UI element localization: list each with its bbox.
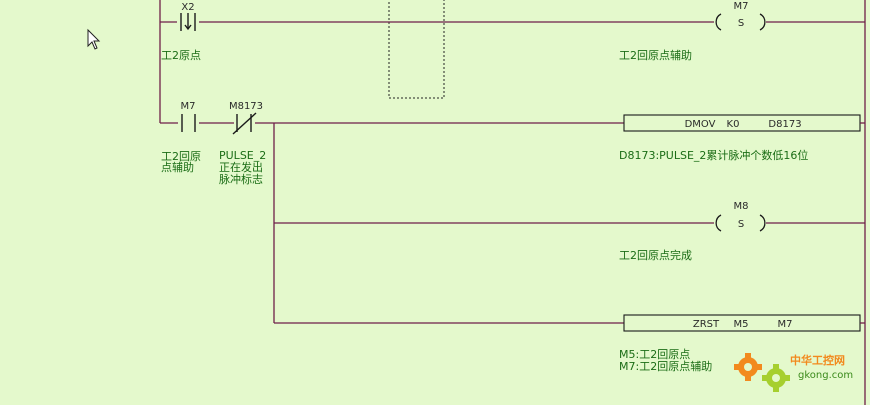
- comment-zrst-line1: M5:工2回原点: [619, 348, 690, 361]
- instruction-dmov[interactable]: DMOV K0 D8173: [623, 114, 861, 132]
- comment-m8173-line1: PULSE_2: [219, 149, 266, 162]
- watermark-domain: gkong.com: [798, 370, 853, 381]
- watermark-logo: 中华工控网 gkong.com: [734, 353, 853, 392]
- comment-x2: 工2原点: [161, 49, 201, 62]
- gear-icon: [762, 364, 790, 392]
- contact-address: X2: [181, 2, 194, 13]
- svg-text:D8173: D8173: [768, 119, 801, 130]
- svg-text:ZRST: ZRST: [693, 319, 720, 330]
- gear-icon: [734, 353, 762, 381]
- coil-address: M8: [734, 201, 749, 212]
- svg-text:DMOV: DMOV: [685, 119, 716, 130]
- svg-text:K0: K0: [727, 119, 740, 130]
- rung-1[interactable]: X2 M7 S 工2原点 工2回原点辅助: [160, 1, 865, 62]
- comment-m7-line2: 点辅助: [161, 160, 194, 174]
- contact-address: M8173: [229, 101, 263, 112]
- coil-address: M7: [734, 1, 749, 12]
- contact-m8173[interactable]: M8173: [229, 101, 263, 135]
- comment-m8: 工2回原点完成: [619, 248, 692, 262]
- contact-m7[interactable]: M7: [181, 101, 196, 132]
- svg-text:M5: M5: [734, 319, 749, 330]
- coil-symbol: S: [738, 18, 744, 29]
- comment-zrst-line2: M7:工2回原点辅助: [619, 359, 712, 373]
- svg-text:M7: M7: [778, 319, 793, 330]
- contact-x2[interactable]: X2: [180, 2, 196, 31]
- comment-m7: 工2回原点辅助: [619, 48, 692, 62]
- instruction-zrst[interactable]: ZRST M5 M7: [623, 314, 861, 332]
- comment-m8173-line3: 脉冲标志: [219, 172, 263, 186]
- rung-2[interactable]: M7 M8173 DMOV K0 D8173 工2回原 点辅助 PULSE_2 …: [160, 101, 865, 373]
- arrow-cursor-icon: [87, 28, 101, 50]
- contact-address: M7: [181, 101, 196, 112]
- coil-symbol: S: [738, 219, 744, 230]
- watermark-brand: 中华工控网: [790, 353, 845, 367]
- comment-m7-line1: 工2回原: [161, 150, 201, 163]
- coil-m7[interactable]: M7 S: [715, 1, 766, 31]
- comment-m8173-line2: 正在发出: [219, 160, 263, 174]
- coil-m8[interactable]: M8 S: [715, 201, 766, 232]
- comment-dmov: D8173:PULSE_2累计脉冲个数低16位: [619, 148, 808, 162]
- selection-cursor[interactable]: [388, 0, 445, 99]
